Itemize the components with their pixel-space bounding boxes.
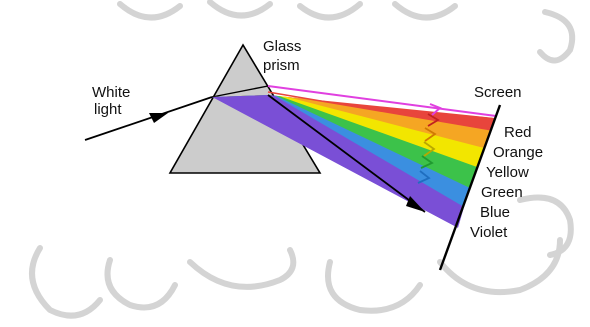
spectrum-label-green: Green	[481, 184, 523, 201]
white-light-arrowhead	[149, 113, 168, 123]
spectrum-label-violet: Violet	[470, 224, 508, 241]
spectrum-label-red: Red	[504, 124, 532, 141]
spectrum-label-yellow: Yellow	[486, 164, 529, 181]
screen-label: Screen	[474, 84, 522, 101]
spectrum-label-blue: Blue	[480, 204, 510, 221]
prism-label-line2: prism	[263, 57, 300, 74]
white-light-label-line1: White	[92, 84, 130, 101]
prism-label-line1: Glass	[263, 38, 301, 55]
white-light-label-line2: light	[94, 101, 122, 118]
spectrum-label-orange: Orange	[493, 144, 543, 161]
